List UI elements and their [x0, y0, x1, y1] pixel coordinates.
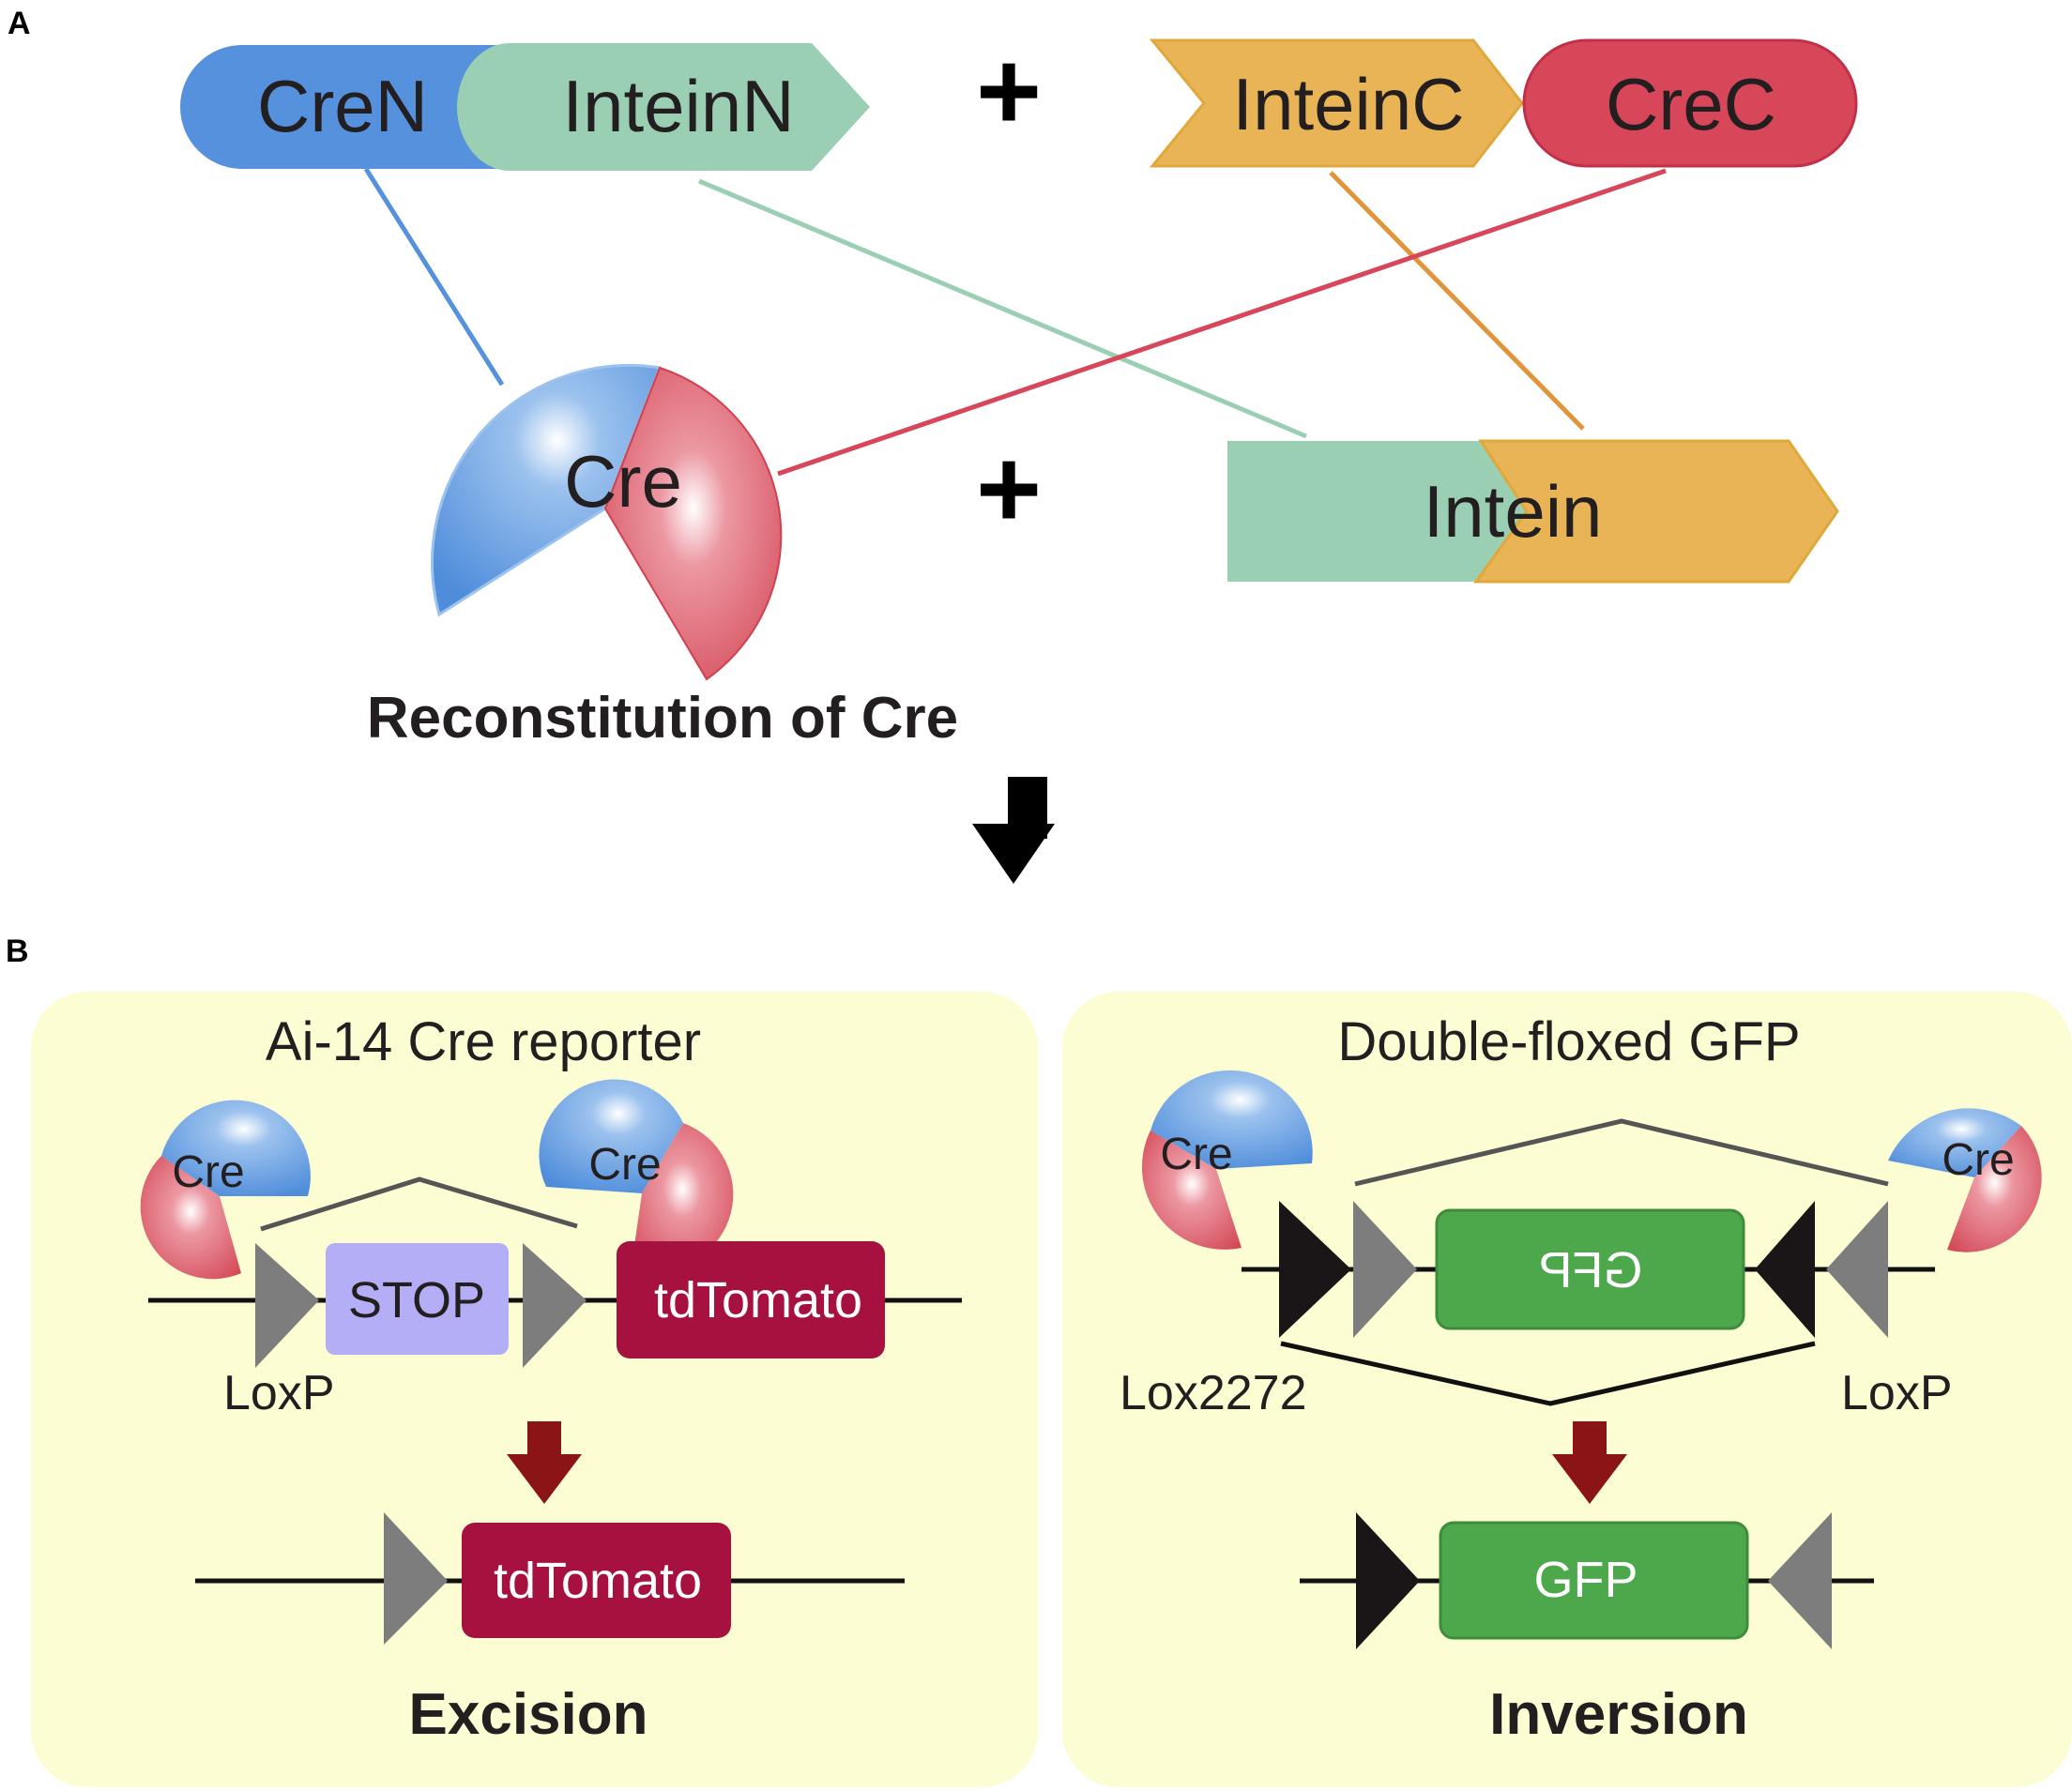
gfp-label-inverted: GFP: [1538, 1242, 1642, 1298]
lox2272-triangle-right-2: [1755, 1201, 1815, 1338]
line-crec-to-cre: [777, 168, 1667, 477]
excision-caption: Excision: [409, 1682, 648, 1747]
inteinn-shape: [457, 43, 870, 171]
lox2272-triangle-right-1: [1279, 1201, 1351, 1338]
plus-sign-middle: +: [976, 426, 1042, 552]
cre-label: Cre: [564, 440, 682, 523]
excision-arrow-icon: [507, 1421, 582, 1504]
inteinc-label: InteinC: [1232, 63, 1464, 145]
inteinn-label: InteinN: [562, 65, 794, 147]
tdtomato-box-bottom: [462, 1523, 731, 1638]
inversion-arrow-icon: [1552, 1421, 1627, 1504]
panel-label-a: A: [8, 6, 31, 41]
crec-label: CreC: [1606, 63, 1776, 145]
crec-shape: [1522, 38, 1858, 168]
stop-box: [326, 1243, 509, 1355]
intein-orange-part: [1473, 439, 1839, 584]
connection-lines: [363, 167, 1667, 477]
loxp-label-left: LoxP: [223, 1366, 335, 1420]
cre-enzyme-right-1: Cre: [1141, 1070, 1313, 1250]
cre-red-part: [603, 366, 783, 681]
left-panel-title: Ai-14 Cre reporter: [266, 1011, 701, 1072]
loxp-triangle-right-2: [1826, 1201, 1888, 1338]
gfp-label-result: GFP: [1533, 1552, 1638, 1608]
svg-text:Cre: Cre: [588, 1140, 661, 1190]
cren-inteinn-fusion: CreN InteinN: [180, 43, 870, 171]
cren-shape: [180, 45, 511, 169]
line-inteinn-to-intein: [698, 178, 1307, 439]
right-panel-title: Double-floxed GFP: [1337, 1011, 1800, 1072]
tdtomato-label-bottom: tdTomato: [494, 1553, 702, 1609]
cre-enzyme-left-1: Cre: [140, 1100, 311, 1280]
left-panel-bg: [31, 992, 1038, 1787]
intein-product: Intein: [1227, 439, 1839, 584]
intein-label: Intein: [1424, 470, 1603, 553]
inteinc-shape: [1149, 38, 1524, 168]
stop-label: STOP: [348, 1272, 485, 1328]
loxp-triangle-left-result: [384, 1512, 448, 1645]
down-arrow-icon: [972, 777, 1055, 884]
cre-blue-part: [431, 363, 663, 617]
loxp-triangle-right-result: [1768, 1512, 1832, 1649]
inversion-bracket-top: [1354, 1118, 1889, 1187]
tdtomato-box-top: [617, 1241, 885, 1358]
panel-label-b: B: [6, 933, 29, 969]
svg-text:Cre: Cre: [172, 1147, 244, 1197]
inteinc-crec-fusion: InteinC CreC: [1149, 38, 1858, 168]
reconstitution-caption: Reconstitution of Cre: [367, 686, 958, 751]
loxp-triangle-right-1: [1353, 1201, 1417, 1338]
intein-green-part: [1227, 441, 1527, 582]
excision-bracket: [260, 1176, 578, 1232]
lox2272-triangle-right-result: [1356, 1512, 1420, 1649]
line-inteinc-to-intein: [1329, 171, 1585, 431]
gfp-box-result: [1439, 1521, 1749, 1640]
tdtomato-label-top: tdTomato: [654, 1272, 862, 1328]
plus-sign-top: +: [976, 28, 1042, 154]
loxp-triangle-left-1: [255, 1243, 319, 1368]
svg-text:Cre: Cre: [1942, 1135, 2014, 1185]
cre-enzyme-left-2: Cre: [539, 1079, 734, 1270]
inversion-caption: Inversion: [1489, 1682, 1748, 1747]
cre-enzyme-right-2: Cre: [1888, 1108, 2042, 1252]
cren-label: CreN: [257, 65, 428, 147]
line-cren-to-cre: [363, 167, 505, 387]
loxp-triangle-left-2: [523, 1243, 587, 1368]
loxp-label-right: LoxP: [1841, 1366, 1953, 1420]
gfp-box-inverted: [1435, 1208, 1745, 1330]
lox2272-label: Lox2272: [1120, 1366, 1307, 1420]
inversion-bracket-bottom: [1280, 1341, 1816, 1406]
reconstituted-cre: Cre: [431, 363, 783, 681]
svg-text:Cre: Cre: [1160, 1130, 1232, 1179]
